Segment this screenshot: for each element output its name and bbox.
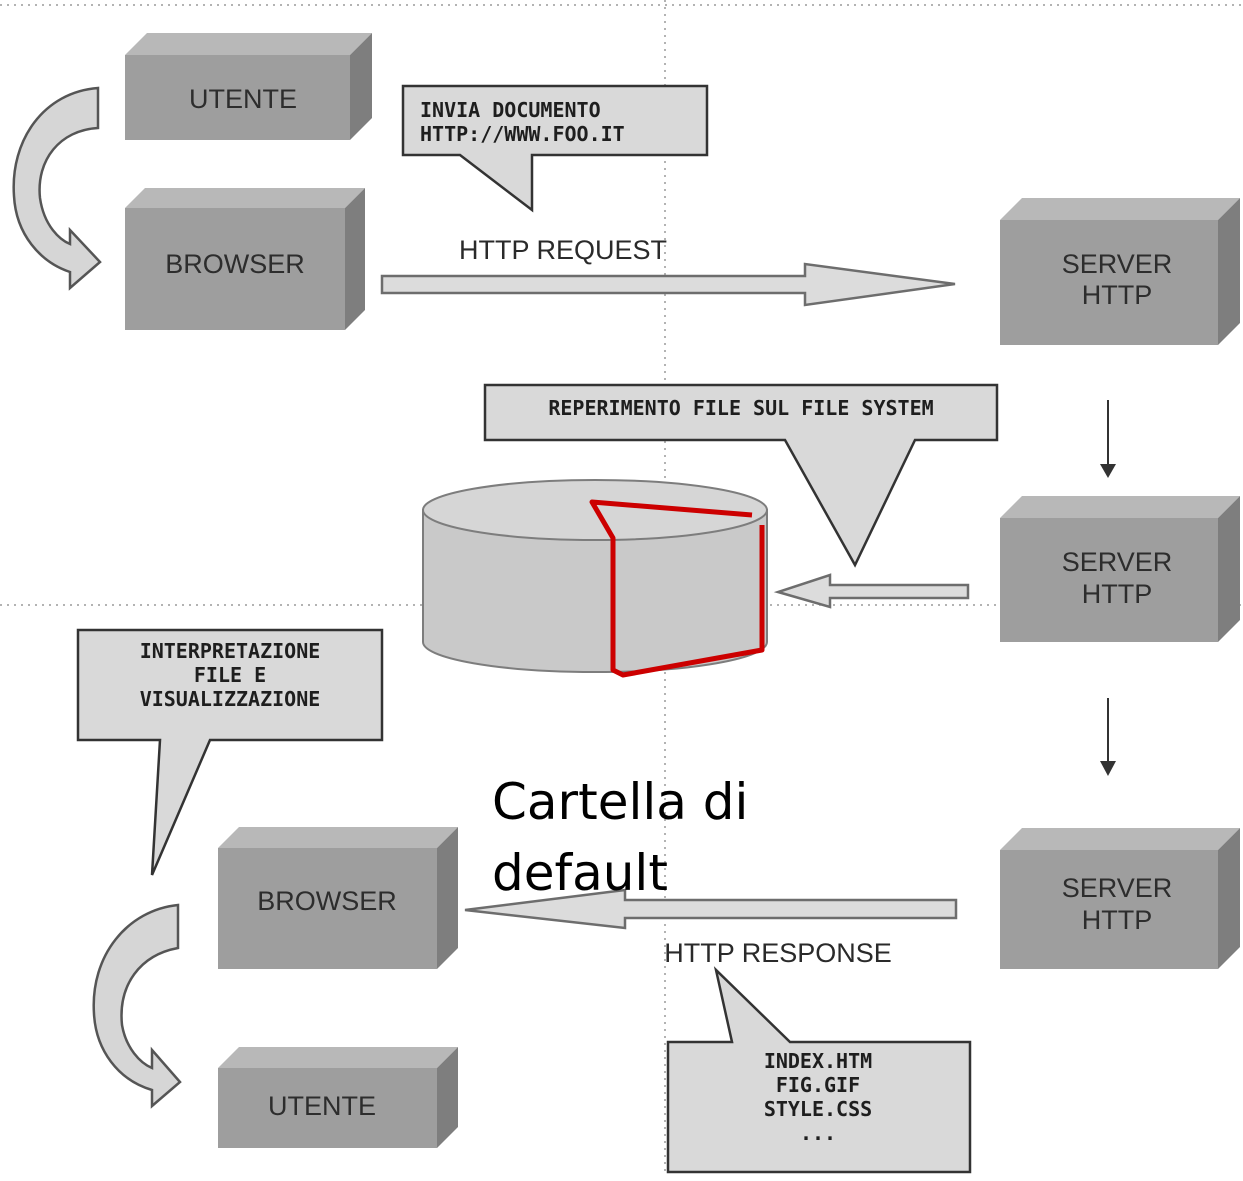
default-folder-highlight (589, 499, 765, 678)
annotation-line1: Cartella di (492, 773, 748, 831)
callout-files-line4: ... (800, 1121, 836, 1145)
callout-invia-line2: HTTP://WWW.FOO.IT (420, 122, 625, 146)
browser-top-label: BROWSER (165, 249, 305, 279)
callout-invia-line1: INVIA DOCUMENTO (420, 98, 601, 122)
box-server-2: SERVER HTTP (1000, 496, 1240, 642)
callout-interpretazione: INTERPRETAZIONE FILE E VISUALIZZAZIONE (76, 628, 384, 876)
http-request-label: HTTP REQUEST (459, 235, 667, 265)
server-1-label-line2: HTTP (1082, 280, 1153, 310)
callout-interpretazione-line3: VISUALIZZAZIONE (140, 687, 321, 711)
callout-reperimento: REPERIMENTO FILE SUL FILE SYSTEM (483, 383, 999, 568)
curved-arrow-top-icon (12, 86, 102, 291)
http-response-label: HTTP RESPONSE (664, 938, 892, 968)
callout-invia-documento: INVIA DOCUMENTO HTTP://WWW.FOO.IT (401, 84, 709, 213)
callout-files-line2: FIG.GIF (776, 1073, 860, 1097)
browser-bottom-label: BROWSER (257, 886, 397, 916)
callout-reperimento-label: REPERIMENTO FILE SUL FILE SYSTEM (548, 396, 933, 420)
annotation-line2: default (492, 844, 668, 902)
callout-files-line1: INDEX.HTM (764, 1049, 872, 1073)
box-server-3: SERVER HTTP (1000, 828, 1240, 969)
server-1-label-line1: SERVER (1062, 249, 1173, 279)
box-utente-bottom: UTENTE (218, 1047, 458, 1148)
filesystem-arrow (773, 573, 970, 609)
filesystem-cylinder-icon (422, 479, 768, 673)
box-browser-bottom: BROWSER (218, 827, 458, 969)
http-response-arrow: HTTP RESPONSE (464, 888, 958, 968)
server-3-label-line1: SERVER (1062, 873, 1173, 903)
down-arrow-1-icon (1100, 400, 1116, 478)
callout-files: INDEX.HTM FIG.GIF STYLE.CSS ... (666, 966, 972, 1174)
box-server-1: SERVER HTTP (1000, 198, 1240, 345)
callout-interpretazione-line1: INTERPRETAZIONE (140, 639, 321, 663)
server-2-label-line1: SERVER (1062, 547, 1173, 577)
callout-files-line3: STYLE.CSS (764, 1097, 872, 1121)
server-2-label-line2: HTTP (1082, 579, 1153, 609)
server-3-label-line2: HTTP (1082, 905, 1153, 935)
curved-arrow-bottom-icon (92, 903, 182, 1109)
down-arrow-2-icon (1100, 698, 1116, 776)
http-request-arrow: HTTP REQUEST (380, 235, 956, 307)
box-utente-top: UTENTE (125, 33, 372, 140)
callout-interpretazione-line2: FILE E (194, 663, 266, 687)
utente-bottom-label: UTENTE (268, 1091, 376, 1121)
box-browser-top: BROWSER (125, 188, 365, 330)
utente-top-label: UTENTE (189, 84, 297, 114)
